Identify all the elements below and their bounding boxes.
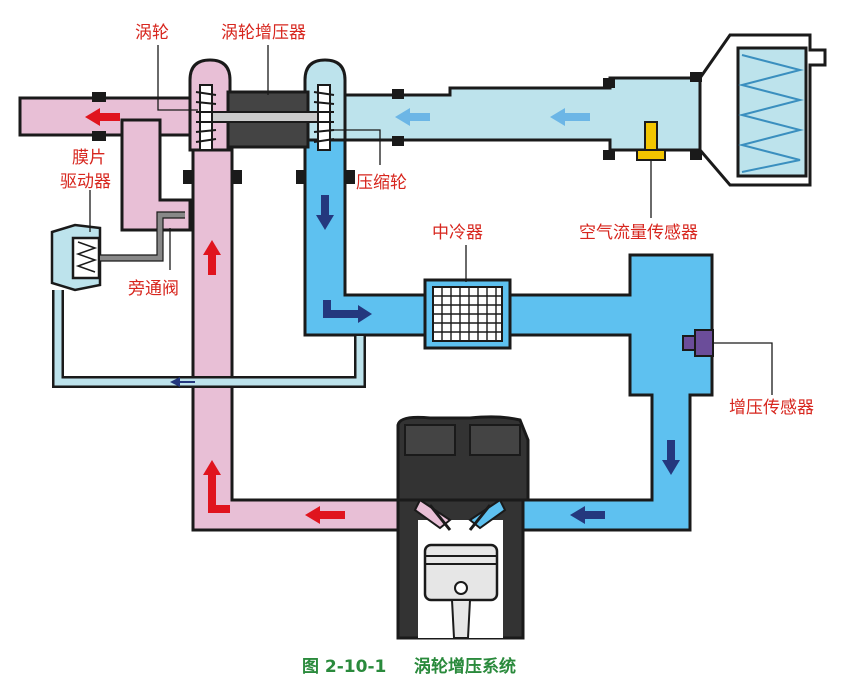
map-sensor-tip [682, 335, 696, 351]
air-filter-box [698, 33, 827, 187]
label-boost-sensor: 增压传感器 [729, 398, 814, 418]
control-line-arrow [170, 377, 195, 387]
intake-arrow-bend [323, 300, 372, 323]
actuator-rod [100, 212, 185, 261]
clamp [92, 92, 106, 102]
caption-number: 图 2-10-1 [302, 657, 386, 677]
exhaust-valve [428, 504, 452, 531]
piston-pin [454, 581, 468, 595]
diaphragm-actuator [50, 211, 185, 292]
clamp [392, 136, 404, 146]
label-turbine: 涡轮 [135, 23, 169, 43]
air-filter-pleats [738, 54, 804, 173]
clamp [392, 89, 404, 99]
clamp [183, 170, 193, 184]
clamp [603, 78, 615, 88]
boost-control-line-inner [54, 290, 364, 386]
intake-arrow-2 [550, 108, 590, 126]
clamp [690, 150, 702, 160]
clamp [690, 72, 702, 82]
exhaust-arrow-left [305, 506, 345, 524]
clamp [603, 150, 615, 160]
clamp [92, 131, 106, 141]
intake-arrow-1 [395, 108, 430, 126]
intercooler [423, 278, 512, 350]
exhaust-arrow-up-2 [203, 460, 230, 513]
label-turbocharger: 涡轮增压器 [221, 23, 306, 43]
cylinder-head-valve-cover [404, 424, 521, 456]
actuator-spring [75, 241, 98, 273]
actuator-rod-outline [100, 211, 185, 262]
label-intercooler: 中冷器 [432, 223, 483, 243]
flow-arrows [85, 108, 680, 524]
connecting-rod [450, 599, 472, 639]
label-bypass-valve: 旁通阀 [128, 279, 179, 299]
exhaust-arrow-out [85, 108, 120, 126]
piston-rings [425, 555, 497, 565]
leader-lines [89, 45, 773, 395]
pipe-clamps [92, 72, 702, 184]
maf-sensor-base [636, 149, 666, 161]
intake-hot-pipe [303, 58, 702, 152]
intercooler-grid [433, 287, 502, 341]
turbo-shaft [204, 111, 326, 123]
intake-arrow-down [316, 195, 334, 230]
leader-compressor [330, 129, 381, 165]
clamp [345, 170, 355, 184]
compressor-wheel [313, 84, 335, 151]
label-diaphragm-line2: 驱动器 [60, 172, 111, 192]
exhaust-arrow-up-1 [203, 240, 221, 275]
engine-cylinder [396, 415, 530, 640]
air-filter-element [736, 46, 808, 178]
label-air-flow-sensor: 空气流量传感器 [579, 223, 698, 243]
intake-arrow-down-2 [662, 440, 680, 475]
intake-arrow-left [570, 506, 605, 524]
clamp [296, 170, 306, 184]
wastegate-housing [120, 118, 192, 232]
leader-boost [713, 342, 773, 395]
actuator-diaphragm [71, 236, 101, 280]
intake-valve [468, 504, 492, 531]
label-diaphragm-line1: 膜片 [72, 148, 106, 168]
clamp [232, 170, 242, 184]
caption-title: 涡轮增压系统 [414, 656, 516, 677]
map-sensor-body [694, 329, 714, 357]
maf-sensor-body [644, 121, 658, 151]
label-compressor: 压缩轮 [356, 173, 407, 193]
turbine-wheel [195, 84, 217, 151]
air-flow-sensor-shape [636, 121, 666, 161]
leader-turbine [157, 45, 198, 111]
boost-sensor-shape [682, 329, 714, 357]
